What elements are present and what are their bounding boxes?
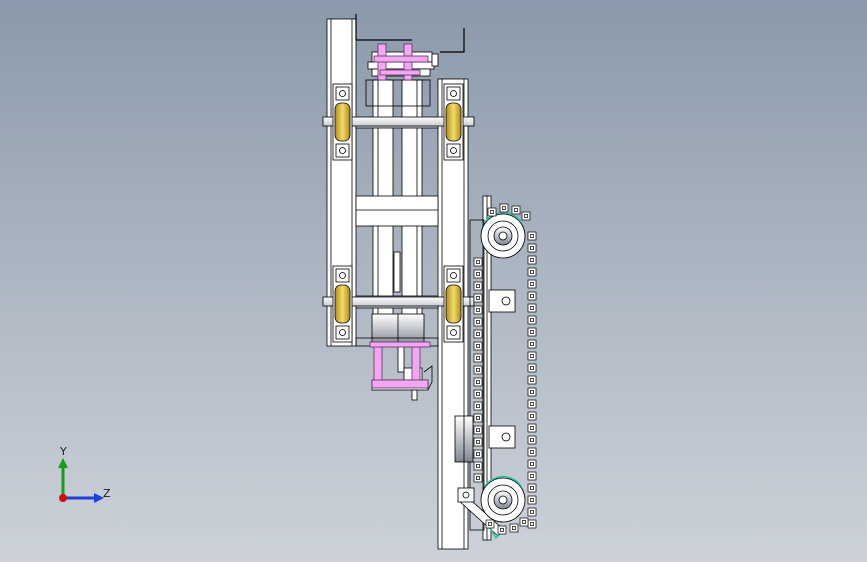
view-orientation-triad-icon	[58, 458, 104, 503]
chain-link-wrap-top-pin	[514, 208, 518, 212]
chain-link-outer-pin	[530, 330, 534, 334]
chain-link-outer-pin	[530, 426, 534, 430]
chain-link-inner-pin	[476, 368, 480, 372]
chain-link-outer-pin	[530, 414, 534, 418]
chain-link-outer-pin	[530, 450, 534, 454]
chain-link-wrap-top-pin	[490, 210, 494, 214]
chain-link-inner-pin	[476, 404, 480, 408]
z-axis-label: Z	[103, 487, 111, 500]
chain-link-wrap-top-pin	[502, 206, 506, 210]
top-pink-bracket[interactable]	[373, 55, 429, 63]
chain-link-outer-pin	[530, 234, 534, 238]
chain-link-outer-pin	[530, 306, 534, 310]
upper-shaft[interactable]	[322, 116, 475, 127]
cross-member-middle[interactable]	[355, 195, 439, 227]
chain-link-outer-pin	[530, 378, 534, 382]
chain-link-inner-pin	[476, 440, 480, 444]
chain-link-inner-pin	[476, 296, 480, 300]
chain-link-inner-pin	[476, 428, 480, 432]
bearing-upper-right[interactable]	[445, 102, 462, 142]
chain-link-outer-pin	[530, 258, 534, 262]
bottom-lead-screw[interactable]	[373, 345, 383, 385]
chain-link-inner-pin	[476, 452, 480, 456]
chain-link-inner-pin	[476, 284, 480, 288]
chain-link-inner-pin	[476, 308, 480, 312]
chain-link-outer-pin	[530, 318, 534, 322]
chain-link-inner-pin	[476, 272, 480, 276]
chain-link-outer-pin	[530, 522, 534, 526]
chain-link-wrap-bottom-pin	[488, 522, 492, 526]
bearing-lower-left[interactable]	[334, 284, 351, 324]
chain-link-outer-pin	[530, 390, 534, 394]
chain-link-wrap-bottom-pin	[512, 526, 516, 530]
crank-handle[interactable]	[355, 14, 465, 53]
chain-link-inner-pin	[476, 332, 480, 336]
chain-link-inner-pin	[476, 356, 480, 360]
chain-link-outer-pin	[530, 486, 534, 490]
chain-link-inner-pin	[476, 344, 480, 348]
chain-link-wrap-top-pin	[524, 214, 528, 218]
chain-link-inner-pin	[476, 320, 480, 324]
chain-link-outer-pin	[530, 510, 534, 514]
chain-link-outer-pin	[530, 354, 534, 358]
chain-link-inner-pin	[476, 380, 480, 384]
chain-link-outer-pin	[530, 402, 534, 406]
chain-link-outer-pin	[530, 342, 534, 346]
chain-link-wrap-bottom-pin	[500, 528, 504, 532]
chain-link-outer-pin	[530, 270, 534, 274]
y-axis-label: Y	[60, 445, 67, 458]
chain-link-inner-pin	[476, 392, 480, 396]
chain-link-outer-pin	[530, 474, 534, 478]
chain-link-inner-pin	[476, 476, 480, 480]
bearing-upper-left[interactable]	[334, 102, 351, 142]
chain-link-outer-pin	[530, 366, 534, 370]
chain-link-inner-pin	[476, 260, 480, 264]
chain-link-outer-pin	[530, 282, 534, 286]
chain-link-outer-pin	[530, 462, 534, 466]
chain-link-outer-pin	[530, 498, 534, 502]
chain-link-outer-pin	[530, 246, 534, 250]
chain-link-outer-pin	[530, 438, 534, 442]
chain-link-outer-pin	[530, 294, 534, 298]
bottom-pink-bracket[interactable]	[371, 379, 429, 389]
chain-link-wrap-bottom-pin	[522, 520, 526, 524]
chain-link-inner-pin	[476, 416, 480, 420]
bearing-lower-right[interactable]	[445, 284, 462, 324]
chain-link-inner-pin	[476, 464, 480, 468]
